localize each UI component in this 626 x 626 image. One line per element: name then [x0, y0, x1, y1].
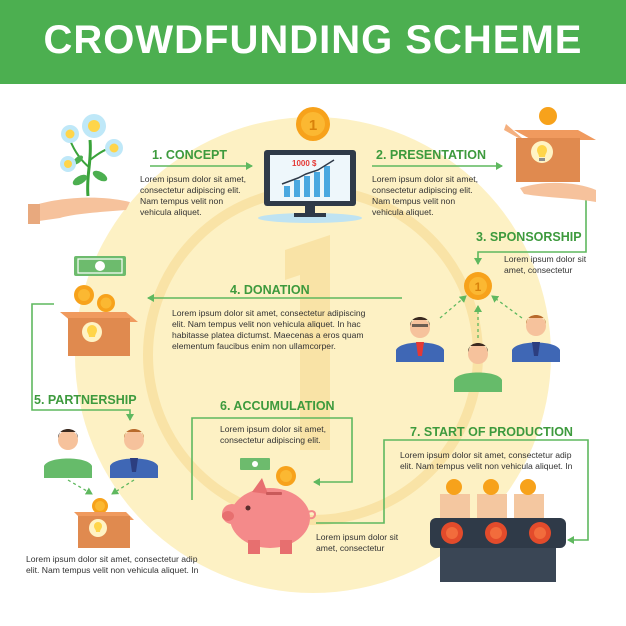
piggy-bank-icon	[222, 478, 316, 554]
person-icon	[396, 317, 444, 362]
person-icon	[454, 343, 502, 392]
step-1-heading: 1. CONCEPT	[152, 148, 228, 162]
step-1-text: Lorem ipsum dolor sit amet,consectetur a…	[140, 174, 247, 217]
coin-icon	[74, 285, 115, 312]
coin-icon: 1	[296, 107, 330, 141]
step-5-text: Lorem ipsum dolor sit amet, consectetur …	[26, 554, 199, 575]
idea-box-icon	[74, 512, 134, 548]
coin-icon: 1	[464, 272, 492, 300]
person-icon	[512, 315, 560, 362]
step-3-heading: 3. SPONSORSHIP	[476, 230, 582, 244]
idea-box-icon	[60, 312, 138, 356]
hand-icon	[520, 182, 596, 202]
step-6-text: Lorem ipsum dolor sit amet,consectetur a…	[220, 424, 327, 445]
step-6-heading: 6. ACCUMULATION	[220, 399, 335, 413]
arrow-sponsorship	[474, 200, 587, 265]
svg-text:1000 $: 1000 $	[292, 159, 317, 168]
monitor-chart-icon: 1000 $	[258, 150, 362, 223]
page-title: CROWDFUNDING SCHEME	[43, 18, 583, 62]
title-banner	[0, 0, 626, 84]
arrow-production	[316, 439, 589, 544]
coin-icon	[276, 466, 296, 486]
step-2-text: Lorem ipsum dolor sit amet,consectetur a…	[372, 174, 479, 217]
conveyor-icon	[430, 479, 566, 582]
banknote-icon	[240, 458, 270, 470]
banknote-icon	[74, 256, 126, 276]
person-icon	[44, 429, 92, 478]
arrow-accumulation	[191, 417, 353, 500]
step-5-heading: 5. PARTNERSHIP	[34, 393, 137, 407]
coin-icon	[92, 498, 108, 514]
step-4-text: Lorem ipsum dolor sit amet, consectetur …	[172, 308, 366, 351]
idea-box-icon	[504, 107, 596, 182]
arrow-partnership	[31, 303, 134, 421]
person-icon	[110, 429, 158, 478]
step-7-heading: 7. START OF PRODUCTION	[410, 425, 573, 439]
hand-icon	[28, 197, 130, 224]
step-2-heading: 2. PRESENTATION	[376, 148, 486, 162]
step-7-text: Lorem ipsum dolor sit amet, consectetur …	[400, 450, 573, 471]
step-4-heading: 4. DONATION	[230, 283, 310, 297]
svg-text:1: 1	[309, 117, 317, 134]
idea-plant-icon	[60, 114, 123, 197]
svg-text:1: 1	[475, 280, 482, 294]
